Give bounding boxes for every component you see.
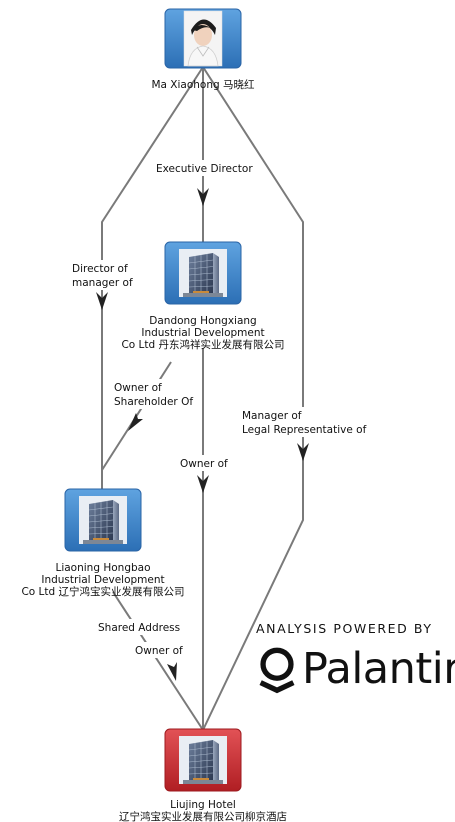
node-label-hotel-2: 辽宁鸿宝实业发展有限公司柳京酒店: [119, 810, 287, 822]
arrow-person-to-liaoning: [96, 292, 108, 310]
arrow-person-to-hotel: [297, 443, 309, 461]
svg-text:Shared Address: Shared Address: [98, 622, 180, 634]
edge-label-manager-of: Manager of Legal Representative of: [240, 407, 370, 437]
person-photo-icon: [183, 10, 223, 67]
node-liaoning[interactable]: [64, 488, 142, 552]
node-person[interactable]: [164, 8, 242, 69]
node-label-liaoning-3: Co Ltd 辽宁鸿宝实业发展有限公司: [21, 585, 184, 598]
svg-text:Manager of: Manager of: [242, 410, 302, 422]
svg-text:Owner of: Owner of: [114, 382, 162, 394]
arrow-liaoning-to-hotel: [167, 662, 177, 681]
svg-text:manager of: manager of: [72, 277, 133, 289]
edge-liaoning-to-hotel: [112, 591, 204, 731]
arrow-dandong-to-liaoning: [128, 413, 143, 431]
edge-label-director-of: Director of manager of: [70, 260, 133, 290]
svg-text:Legal Representative of: Legal Representative of: [242, 424, 367, 436]
branding-tagline: ANALYSIS POWERED BY: [256, 621, 433, 636]
palantir-logo-icon: [259, 647, 295, 694]
edge-label-shared-address: Shared Address Owner of: [96, 619, 186, 658]
node-hotel[interactable]: [164, 728, 242, 792]
building-icon: [178, 735, 228, 785]
building-icon: [78, 495, 128, 545]
svg-text:Owner of: Owner of: [180, 458, 228, 470]
edge-person-to-liaoning: [101, 66, 204, 490]
node-label-dandong-3: Co Ltd 丹东鸿祥实业发展有限公司: [121, 338, 284, 351]
node-label-hotel-1: Liujing Hotel: [170, 799, 236, 811]
arrow-person-to-dandong: [197, 188, 209, 206]
node-label-liaoning-2: Industrial Development: [41, 574, 164, 586]
branding-company: Palantir: [302, 644, 455, 694]
node-label-dandong-1: Dandong Hongxiang: [149, 315, 256, 327]
building-icon: [178, 248, 228, 298]
node-label-person: Ma Xiaohong 马晓红: [151, 78, 255, 91]
node-label-dandong-2: Industrial Development: [141, 327, 264, 339]
node-label-liaoning-1: Liaoning Hongbao: [55, 562, 150, 574]
svg-text:Shareholder Of: Shareholder Of: [114, 396, 193, 408]
arrow-dandong-to-hotel: [197, 475, 209, 493]
svg-text:Owner of: Owner of: [135, 645, 183, 657]
svg-text:Director of: Director of: [72, 263, 128, 275]
edge-label-owner-of-shareholder: Owner of Shareholder Of: [111, 379, 197, 409]
node-dandong[interactable]: [164, 241, 242, 305]
edge-label-executive-director: Executive Director: [153, 160, 254, 176]
svg-text:Executive Director: Executive Director: [156, 163, 253, 175]
edge-person-to-hotel: [202, 66, 304, 731]
edge-label-owner-of-hotel: Owner of: [178, 455, 232, 471]
